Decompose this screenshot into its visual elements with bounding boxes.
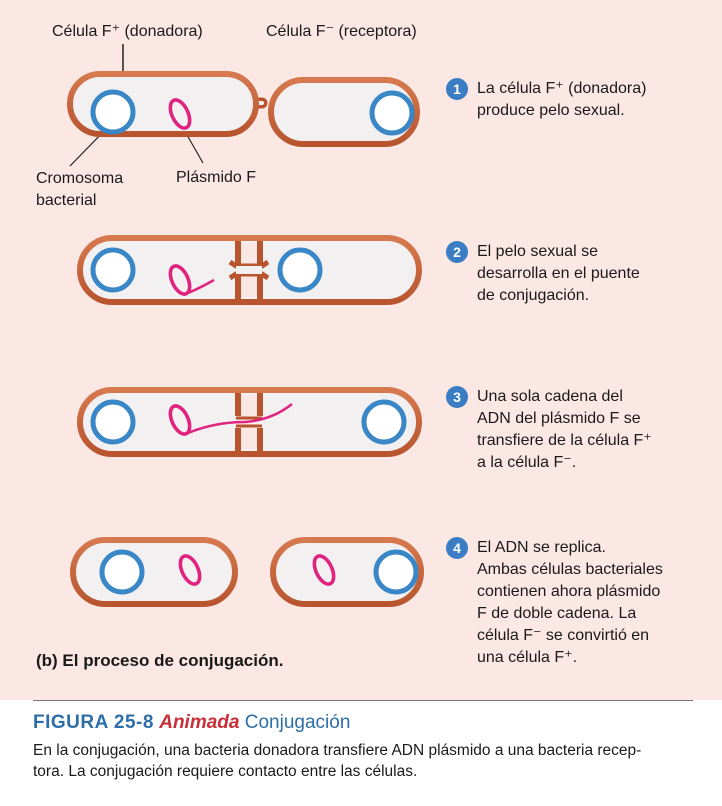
row2-recipient-chromosome <box>277 247 323 293</box>
row1-donor-chromosome <box>90 89 136 135</box>
step-2-text: El pelo sexual se desarrolla en el puent… <box>477 243 640 304</box>
row4-new-donor-cell <box>270 537 424 607</box>
step-3-number-badge: 3 <box>446 386 468 408</box>
step-2-number-badge: 2 <box>446 241 468 263</box>
row4-donor-plasmid <box>178 554 202 586</box>
donor-cell-label: Célula F⁺ (donadora) <box>52 23 203 40</box>
figure-heading: FIGURA 25-8 Animada Conjugación <box>33 712 350 734</box>
row3-donor-plasmid <box>168 404 192 436</box>
row3-plasmid-strand <box>187 403 293 435</box>
row4-new-donor-chromosome <box>373 549 419 595</box>
animated-tag: Animada <box>159 712 240 733</box>
row1-recipient-chromosome <box>369 90 415 136</box>
step-4-text: El ADN se replica. Ambas células bacteri… <box>477 539 663 666</box>
chromosome-label: Cromosoma bacterial <box>36 170 124 209</box>
row4-donor-chromosome <box>99 549 145 595</box>
row3-mating-pair <box>77 387 422 457</box>
plasmid-label: Plásmido F <box>176 169 257 186</box>
row3-recipient-chromosome <box>361 399 407 445</box>
panel-subcaption: (b) El proceso de conjugación. <box>36 651 284 670</box>
row4-former-donor-cell <box>70 537 238 607</box>
figure-number: FIGURA 25-8 <box>33 712 154 733</box>
step-3-text: Una sola cadena del ADN del plásmido F s… <box>477 388 652 471</box>
row1-donor-cell <box>67 71 268 137</box>
row4-new-donor-plasmid <box>312 554 336 586</box>
row2-plasmid-strand <box>187 278 215 295</box>
step-1-number-badge: 1 <box>446 78 468 100</box>
row2-mating-pair <box>77 235 422 305</box>
row2-donor-plasmid <box>168 264 192 296</box>
row2-donor-chromosome <box>90 247 136 293</box>
conjugation-diagram <box>67 44 424 607</box>
figure-title: Conjugación <box>244 712 351 733</box>
row3-donor-chromosome <box>90 399 136 445</box>
recipient-cell-label: Célula F⁻ (receptora) <box>266 23 417 40</box>
figure-caption: En la conjugación, una bacteria donadora… <box>33 742 642 780</box>
row1-donor-plasmid <box>168 98 192 130</box>
caption-divider <box>33 700 693 701</box>
step-4-number-badge: 4 <box>446 537 468 559</box>
row1-recipient-cell <box>268 77 420 147</box>
step-1-text: La célula F⁺ (donadora) produce pelo sex… <box>477 80 647 119</box>
